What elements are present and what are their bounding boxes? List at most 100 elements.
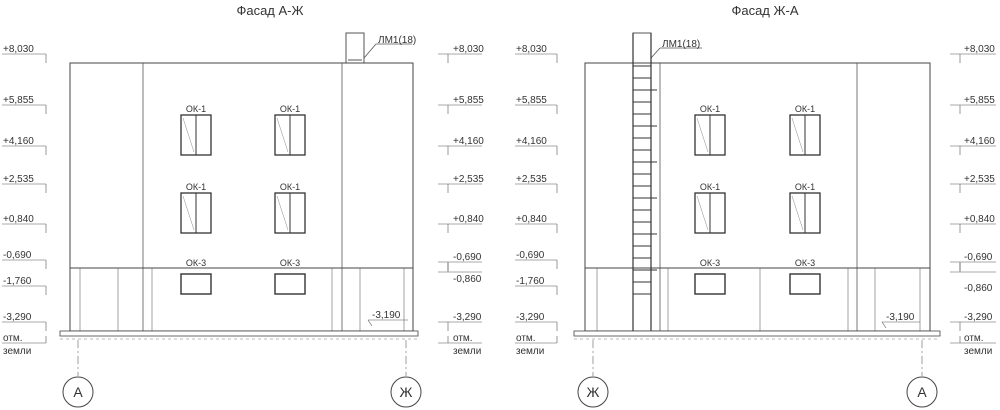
- level-mark: -3,290: [515, 312, 558, 331]
- window-ok1: ОК-1: [180, 104, 212, 156]
- level-mark: +4,160: [950, 136, 996, 155]
- svg-text:А: А: [73, 384, 83, 400]
- svg-text:ОК-1: ОК-1: [280, 182, 300, 192]
- svg-text:+8,030: +8,030: [516, 44, 547, 55]
- svg-text:-1,760: -1,760: [3, 276, 32, 287]
- svg-text:+8,030: +8,030: [964, 44, 995, 55]
- window-ok1: ОК-1: [180, 182, 212, 234]
- window-ok1: ОК-1: [694, 104, 726, 156]
- level-mark: -3,290: [950, 312, 996, 331]
- level-mark: -0,860: [950, 263, 996, 294]
- svg-text:ОК-1: ОК-1: [700, 182, 720, 192]
- ground-mark: отм.земли: [950, 333, 996, 357]
- svg-text:ОК-1: ОК-1: [280, 104, 300, 114]
- level-mark: -0,690: [515, 250, 558, 269]
- ground-slab: [573, 330, 941, 337]
- chimney: [345, 32, 365, 64]
- building-outline: [584, 62, 931, 332]
- level-mark: +2,535: [2, 174, 47, 193]
- svg-text:+2,535: +2,535: [516, 174, 547, 185]
- level-mark: -3,290: [2, 312, 47, 331]
- svg-text:+5,855: +5,855: [3, 95, 34, 106]
- svg-text:+0,840: +0,840: [516, 214, 547, 225]
- level-mark: -0,690: [438, 252, 482, 271]
- svg-text:земли: земли: [453, 346, 481, 357]
- ground-mark: отм. земли: [438, 333, 482, 357]
- level-mark: +4,160: [515, 136, 558, 155]
- svg-text:ОК-1: ОК-1: [186, 104, 206, 114]
- level-mark: +2,535: [438, 174, 484, 193]
- svg-text:-3,290: -3,290: [964, 312, 993, 323]
- level-mark: -0,690: [950, 252, 996, 271]
- level-marks-right: +8,030 +5,855 +4,160 +2,535 +0,840 -0,69…: [438, 44, 484, 357]
- svg-text:+4,160: +4,160: [453, 136, 484, 147]
- level-mark: -0,860: [438, 263, 482, 285]
- svg-text:-3,190: -3,190: [372, 310, 401, 321]
- svg-text:+2,535: +2,535: [453, 174, 484, 185]
- svg-text:+8,030: +8,030: [453, 44, 484, 55]
- level-mark: +5,855: [515, 95, 558, 114]
- level-mark: +8,030: [515, 44, 558, 63]
- ladder: [632, 33, 657, 331]
- svg-text:+4,160: +4,160: [516, 136, 547, 147]
- facade-title: Фасад Ж-А: [731, 3, 798, 18]
- window-ok1: ОК-1: [789, 182, 821, 234]
- window-ok1: ОК-1: [789, 104, 821, 156]
- svg-text:ОК-3: ОК-3: [186, 258, 206, 268]
- svg-text:ОК-1: ОК-1: [795, 104, 815, 114]
- axis-bubble: Ж: [390, 376, 422, 408]
- svg-text:+5,855: +5,855: [453, 95, 484, 106]
- level-mark: +5,855: [2, 95, 47, 114]
- svg-text:А: А: [917, 384, 927, 400]
- window-ok1: ОК-1: [694, 182, 726, 234]
- svg-text:-0,690: -0,690: [453, 252, 482, 263]
- svg-text:+0,840: +0,840: [453, 214, 484, 225]
- level-mark: +8,030: [950, 44, 996, 63]
- level-mark: +8,030: [438, 44, 484, 63]
- facade-zh-a: Фасад Ж-А ЛМ1(18) ОК-1: [515, 3, 996, 408]
- level-mark: -1,760: [2, 276, 47, 295]
- svg-text:земли: земли: [516, 346, 544, 357]
- svg-text:-3,290: -3,290: [453, 312, 482, 323]
- level-marks-left: +8,030 +5,855 +4,160 +2,535 +0,840 -0,69…: [515, 44, 558, 357]
- axis-bubble: А: [62, 376, 94, 408]
- svg-text:отм.: отм.: [964, 333, 984, 344]
- axis-bubble: Ж: [577, 376, 609, 408]
- svg-text:земли: земли: [3, 346, 31, 357]
- svg-text:ОК-3: ОК-3: [700, 258, 720, 268]
- ladder-label: ЛМ1(18): [378, 35, 416, 46]
- svg-text:отм.: отм.: [516, 333, 536, 344]
- chimney: [632, 32, 652, 64]
- svg-text:-3,290: -3,290: [516, 312, 545, 323]
- svg-text:-0,860: -0,860: [453, 274, 482, 285]
- svg-text:+2,535: +2,535: [3, 174, 34, 185]
- svg-text:отм.: отм.: [453, 333, 473, 344]
- inner-level-mark: -3,190: [367, 310, 408, 327]
- svg-text:ОК-3: ОК-3: [280, 258, 300, 268]
- svg-text:-3,290: -3,290: [3, 312, 32, 323]
- window-ok1: ОК-1: [274, 182, 306, 234]
- level-mark: +5,855: [438, 95, 484, 114]
- facade-title: Фасад А-Ж: [236, 3, 303, 18]
- axis-bubble: А: [906, 376, 938, 408]
- svg-text:+5,855: +5,855: [964, 95, 995, 106]
- level-mark: +2,535: [515, 174, 558, 193]
- window-ok3: ОК-3: [180, 258, 212, 295]
- ground-slab: [59, 330, 419, 337]
- svg-text:-1,760: -1,760: [516, 276, 545, 287]
- window-ok3: ОК-3: [789, 258, 821, 295]
- svg-text:-0,690: -0,690: [516, 250, 545, 261]
- svg-text:-0,860: -0,860: [964, 283, 993, 294]
- ground-mark: отм. земли: [515, 333, 558, 357]
- building-outline: [69, 62, 414, 332]
- svg-text:+8,030: +8,030: [3, 44, 34, 55]
- svg-text:-3,190: -3,190: [886, 312, 915, 323]
- level-mark: -0,690: [2, 250, 47, 269]
- level-mark: +5,855: [950, 95, 996, 114]
- level-marks-left: +8,030 +5,855 +4,160 +2,535 +0,840 -0,69…: [2, 44, 47, 357]
- svg-text:+2,535: +2,535: [964, 174, 995, 185]
- ladder-label: ЛМ1(18): [662, 39, 700, 50]
- level-mark: +0,840: [438, 214, 484, 233]
- svg-text:+5,855: +5,855: [516, 95, 547, 106]
